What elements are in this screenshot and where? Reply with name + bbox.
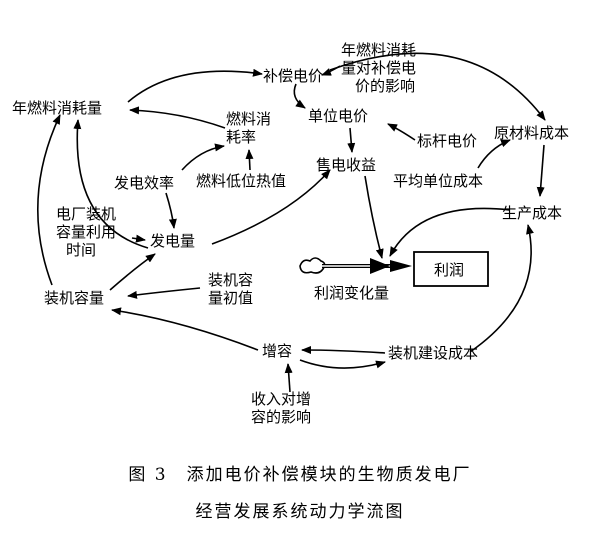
node-production-cost: 生产成本 (502, 204, 562, 222)
link-benchmark-to-unit-price (387, 123, 416, 141)
node-low-heat: 燃料低位热值 (196, 172, 286, 190)
link-efficiency-to-fuel-rate (181, 143, 225, 171)
node-avg-unit-cost: 平均单位成本 (393, 172, 483, 190)
flow-arrow-icon (390, 260, 412, 272)
node-construction-cost: 装机建设成本 (388, 344, 478, 362)
node-utilization-line2: 容量利用 (56, 223, 116, 241)
link-construction-to-production-cost (469, 224, 534, 353)
node-capacity-increase: 增容 (262, 342, 292, 360)
node-efficiency: 发电效率 (114, 174, 174, 192)
link-compensation-to-unit-price (293, 83, 306, 109)
link-capacity-to-generation (109, 253, 156, 291)
node-capacity-init-line2: 量初值 (208, 289, 253, 307)
link-capacity-init-to-capacity (127, 287, 201, 299)
link-increase-to-capacity (111, 307, 259, 351)
node-fuel-effect-line3: 价的影响 (355, 77, 415, 95)
link-compensation-to-material-cost (329, 52, 546, 121)
link-fuel-rate-to-fuel (129, 106, 226, 129)
link-material-to-production-cost (536, 144, 545, 197)
node-fuel-rate-line2: 耗率 (226, 128, 256, 146)
link-efficiency-to-generation (165, 192, 177, 229)
node-compensation-price: 补偿电价 (263, 67, 323, 85)
link-avg-cost-to-material (477, 139, 511, 169)
figure-caption-line1: 图 3 添加电价补偿模块的生物质发电厂 (128, 465, 472, 485)
source-cloud-icon (299, 257, 326, 274)
node-unit-price: 单位电价 (308, 107, 368, 125)
node-capacity: 装机容量 (44, 289, 104, 307)
node-sales-income: 售电收益 (316, 156, 376, 174)
node-profit-change: 利润变化量 (314, 284, 389, 302)
node-profit: 利润 (434, 261, 464, 279)
node-fuel-consumption: 年燃料消耗量 (12, 99, 102, 117)
node-utilization-line1: 电厂装机 (56, 205, 116, 223)
link-income-effect-to-increase (284, 363, 293, 393)
node-labels: 年燃料消耗量 补偿电价 年燃料消耗 量对补偿电 价的影响 单位电价 标杆电价 原… (12, 41, 569, 426)
link-low-heat-to-fuel-rate (245, 149, 254, 171)
node-fuel-rate-line1: 燃料消 (226, 110, 271, 128)
causal-links (36, 52, 546, 393)
link-increase-to-construction (299, 359, 386, 369)
flow-valve-icon (370, 258, 390, 274)
profit-stock-box (413, 251, 489, 287)
stock-flow-diagram: 年燃料消耗量 补偿电价 年燃料消耗 量对补偿电 价的影响 单位电价 标杆电价 原… (12, 41, 569, 426)
link-fuel-to-compensation (127, 68, 263, 103)
link-capacity-to-fuel (36, 114, 61, 286)
link-construction-to-increase (301, 346, 386, 355)
node-fuel-effect-line2: 量对补偿电 (341, 59, 416, 77)
figure-caption-line2: 经营发展系统动力学流图 (195, 502, 405, 522)
link-utilization-to-generation (131, 234, 146, 243)
node-material-cost: 原材料成本 (494, 124, 569, 142)
node-income-effect-line1: 收入对增 (251, 390, 311, 408)
link-generation-to-sales (211, 169, 331, 245)
link-sales-to-profit-change (364, 175, 384, 259)
node-capacity-init-line1: 装机容 (208, 271, 253, 289)
node-benchmark-price: 标杆电价 (417, 132, 477, 150)
link-unit-price-to-sales (347, 127, 356, 153)
node-generation: 发电量 (150, 232, 195, 250)
node-income-effect-line2: 容的影响 (251, 408, 311, 426)
node-utilization-line3: 时间 (66, 241, 96, 259)
link-generation-to-fuel (73, 119, 149, 249)
link-production-cost-to-profit-change (389, 207, 511, 257)
profit-flow (299, 251, 489, 287)
node-fuel-effect-line1: 年燃料消耗 (341, 41, 416, 59)
